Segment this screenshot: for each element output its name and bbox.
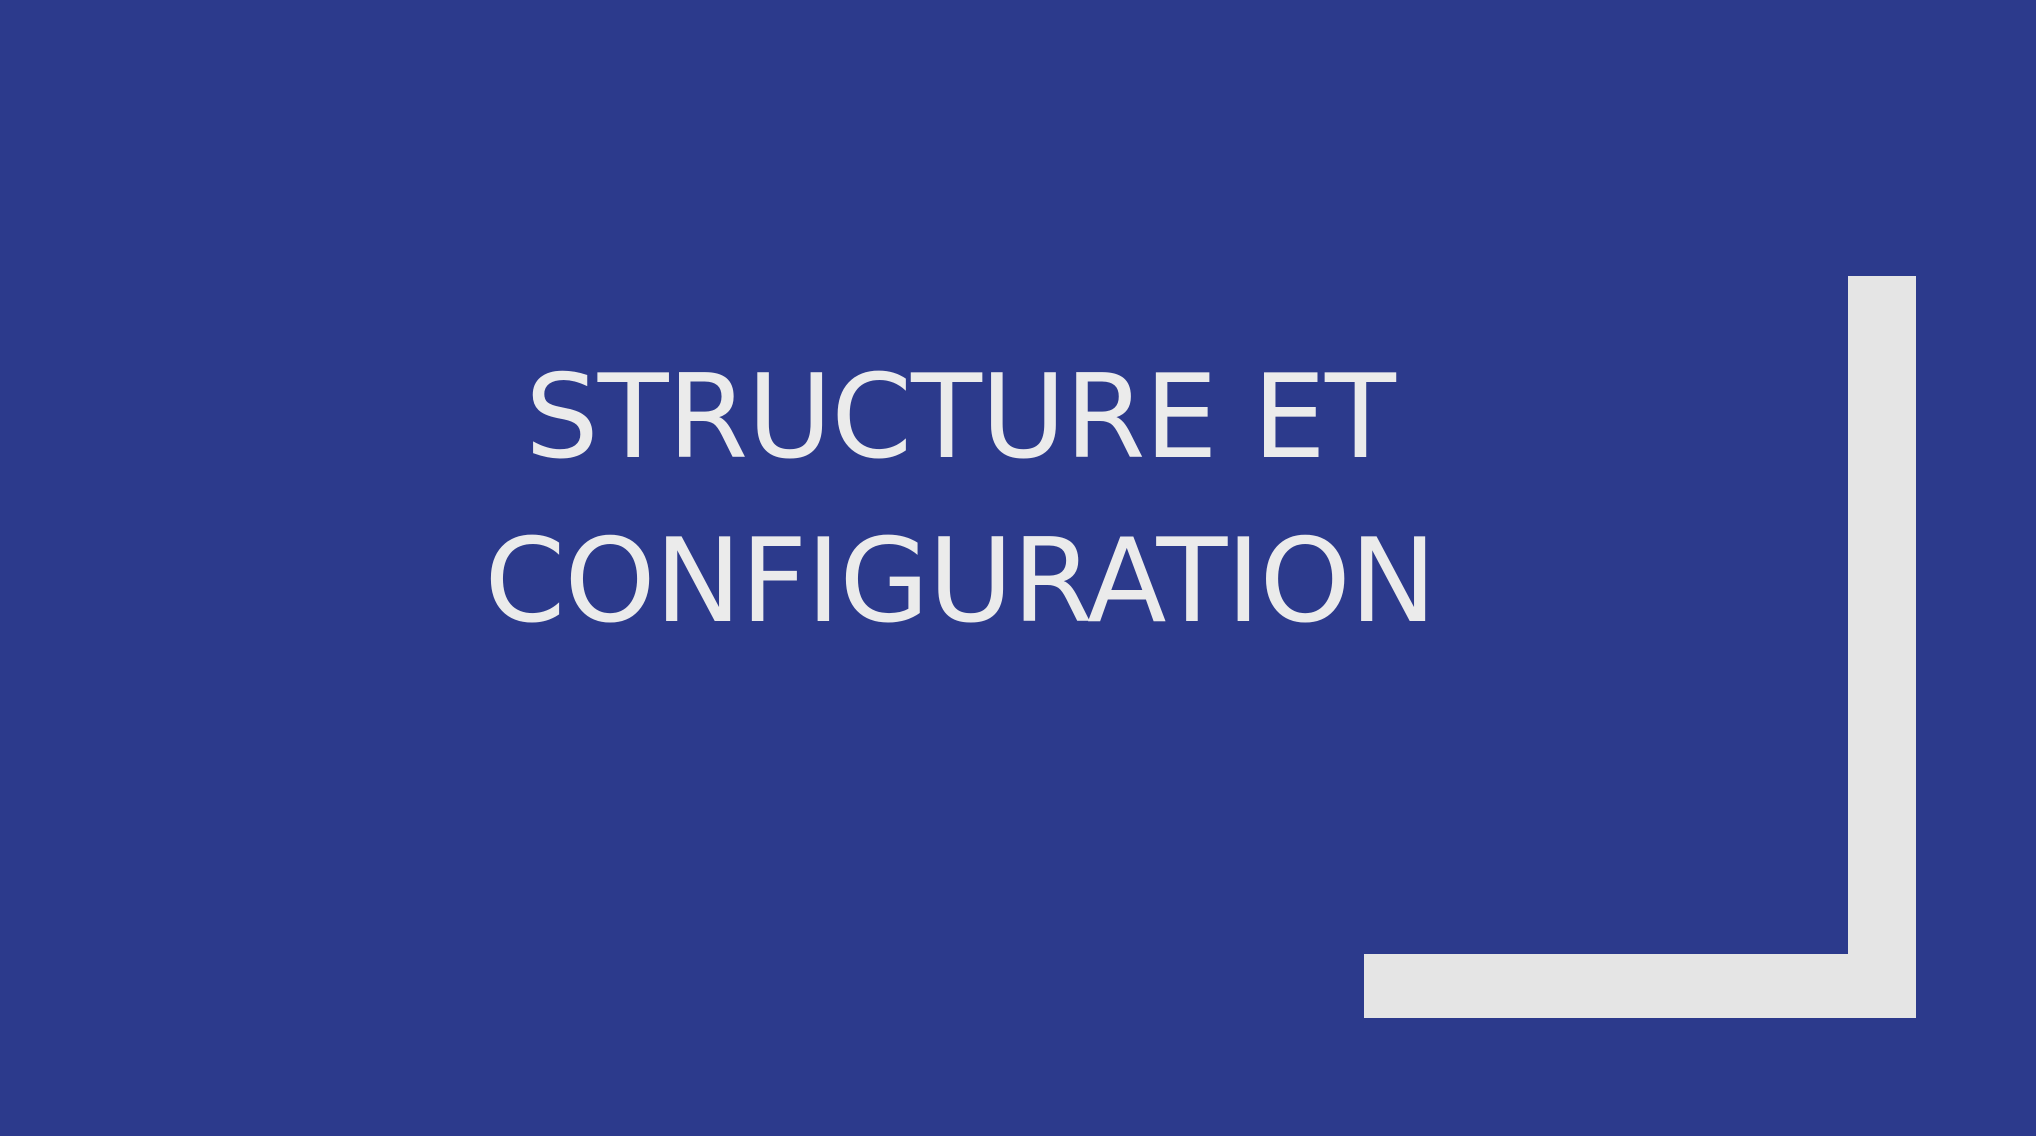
title-line-1: STRUCTURE ET (525, 350, 1396, 485)
slide-title: STRUCTURE ET CONFIGURATION (330, 340, 1590, 660)
corner-accent-vertical-bar (1848, 276, 1916, 1018)
corner-accent-horizontal-bar (1364, 954, 1916, 1018)
title-line-2: CONFIGURATION (484, 514, 1436, 649)
